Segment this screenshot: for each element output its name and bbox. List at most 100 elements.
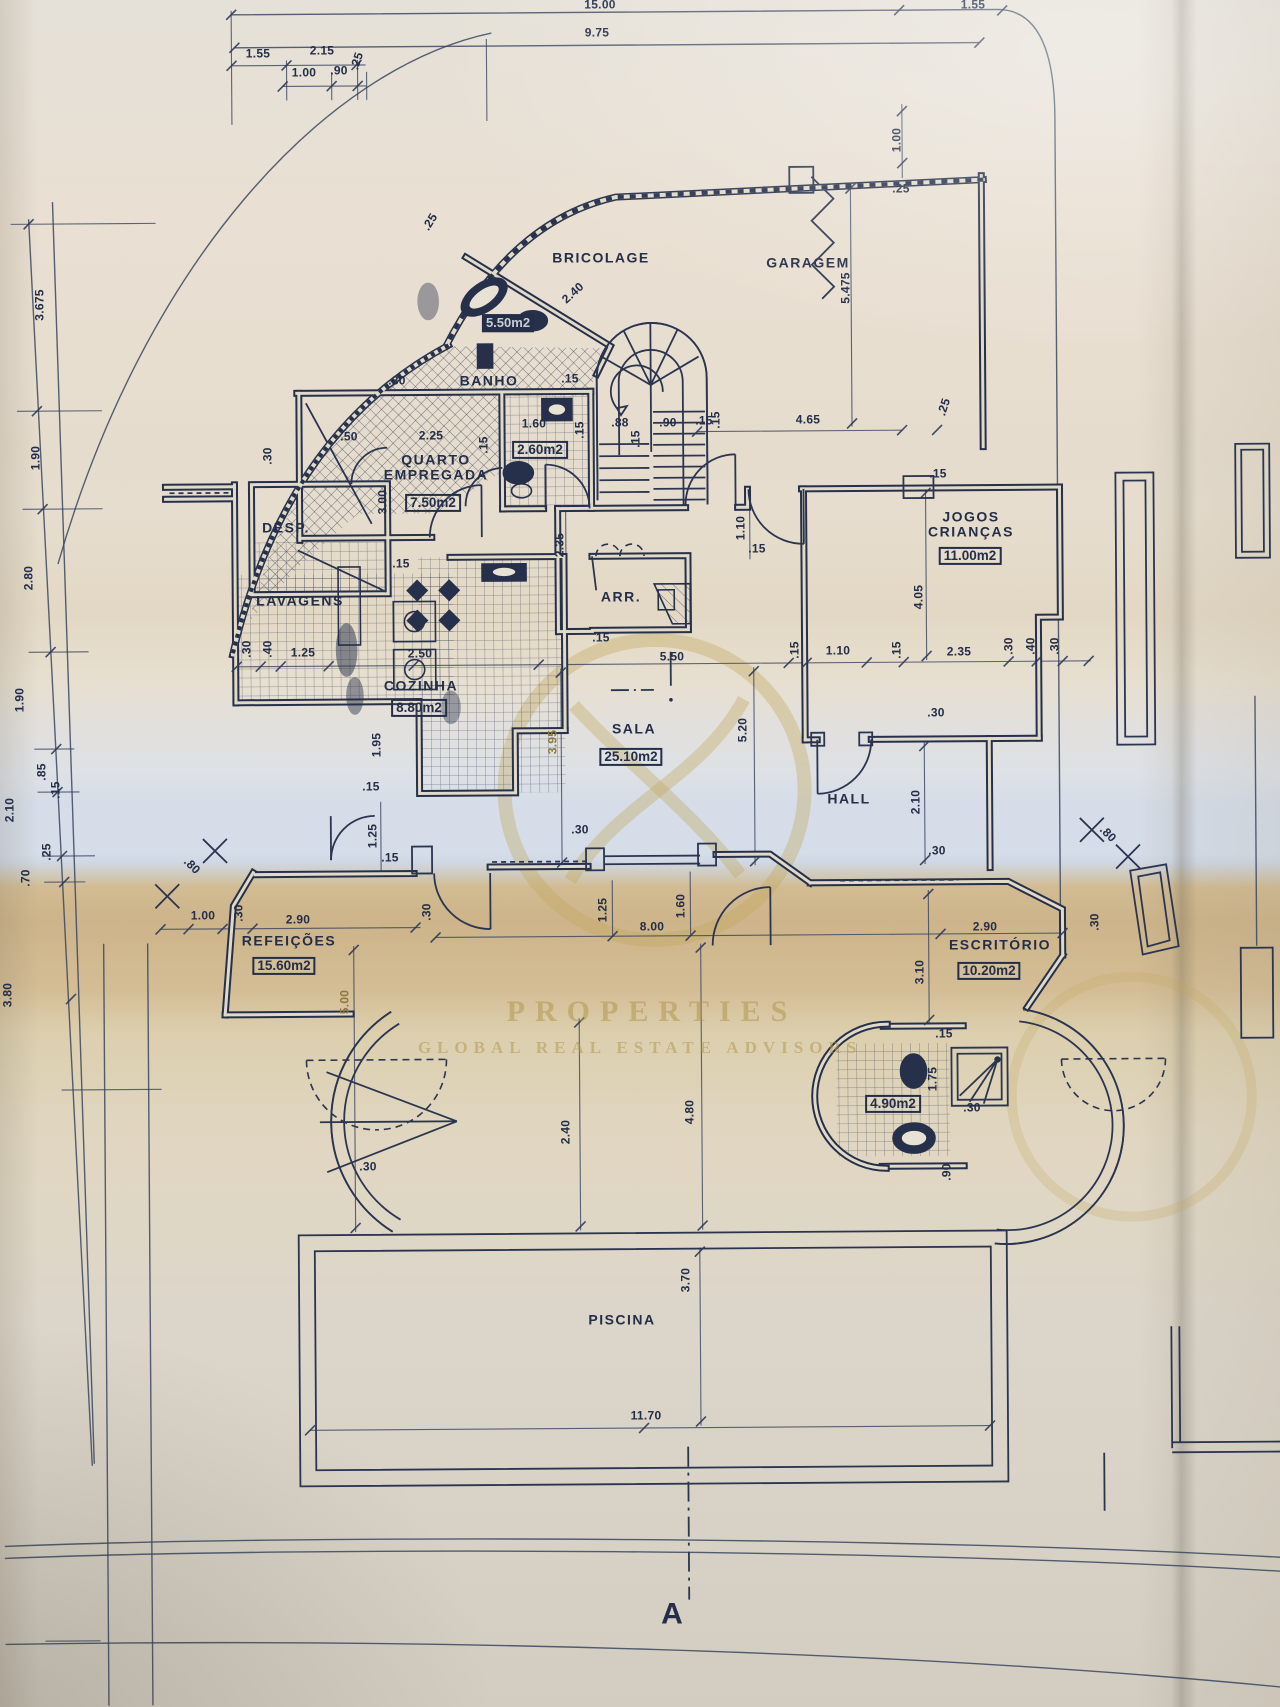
dimension-label: .85 <box>34 763 49 781</box>
dimension-label: .30 <box>419 903 434 921</box>
room-label-hall: HALL <box>827 790 871 807</box>
dimension-label: 1.00 <box>190 908 216 923</box>
dimension-ticks <box>23 4 1095 1436</box>
dimension-label: 1.25 <box>290 645 316 660</box>
stairs-and-details <box>154 176 1280 1600</box>
dimension-label: 4.05 <box>911 584 926 610</box>
dimension-label: .15 <box>889 641 904 659</box>
room-label-jogos-criancas: JOGOS CRIANÇAS <box>928 508 1014 539</box>
dimension-label: 1.95 <box>369 732 384 758</box>
room-label-lavagens: LAVAGENS <box>256 592 344 609</box>
room-area-jogos-criancas: 11.00m2 <box>938 546 1002 566</box>
dimension-label: 1.10 <box>825 643 851 658</box>
dimension-label: .15 <box>572 421 587 439</box>
room-label-quarto-empregada: QUARTO EMPREGADA <box>383 451 489 482</box>
dimension-label: .15 <box>561 371 579 386</box>
dimension-label: .15 <box>592 630 610 645</box>
room-label-sala: SALA <box>611 720 657 737</box>
dimension-label: 2.90 <box>285 912 311 927</box>
dimension-label: 1.00 <box>291 65 317 80</box>
dimension-label: .30 <box>571 822 589 837</box>
dimension-label: .30 <box>231 904 246 922</box>
dimension-label: .15 <box>48 781 63 799</box>
room-label-bricolage: BRICOLAGE <box>552 249 650 266</box>
bath-curved-wall <box>813 1022 889 1170</box>
dimension-label: .25 <box>892 181 910 196</box>
dimension-label: 15.00 <box>584 0 616 12</box>
room-label-escritorio: ESCRITÓRIO <box>948 936 1052 953</box>
dimension-label: .15 <box>362 779 380 794</box>
dimension-label: .15 <box>748 541 766 556</box>
dimension-label: .15 <box>935 1026 953 1041</box>
dimension-label: 1.75 <box>925 1066 940 1092</box>
dimension-label: 1.25 <box>595 897 610 923</box>
dimension-label: 3.675 <box>32 289 47 321</box>
dimension-label: 2.25 <box>418 428 444 443</box>
dimension-label: .15 <box>929 466 947 481</box>
dimension-label: .30 <box>359 1159 377 1174</box>
terrace-doors <box>305 543 1167 1131</box>
section-marker: A <box>661 1597 683 1631</box>
room-area-banho-2: 4.90m2 <box>865 1094 921 1114</box>
dimension-label: 2.15 <box>309 43 335 58</box>
dimension-label: 5.20 <box>735 717 750 743</box>
dimension-label: .15 <box>381 850 399 865</box>
dimension-label: .30 <box>260 447 275 465</box>
dimension-label: .15 <box>695 413 713 428</box>
dimension-label: 1.55 <box>245 46 271 61</box>
dimension-label: .30 <box>927 705 945 720</box>
dimension-label: 1.60 <box>521 416 547 431</box>
dimension-label: .15 <box>476 436 491 454</box>
dimension-lines <box>10 10 1091 1642</box>
room-label-garagem: GARAGEM <box>766 254 850 271</box>
fixtures <box>335 277 936 1154</box>
dimension-label: 8.00 <box>639 919 665 934</box>
pillars <box>411 165 935 875</box>
room-label-arr: ARR. <box>600 588 642 605</box>
dimension-label: 1.90 <box>28 445 43 471</box>
dimension-label: 2.40 <box>558 1119 573 1145</box>
dimension-label: .90 <box>939 1163 954 1181</box>
room-label-refeicoes: REFEIÇÕES <box>241 932 337 949</box>
dimension-label: 4.80 <box>682 1099 697 1125</box>
dimension-label: 2.10 <box>2 797 17 823</box>
room-label-desp: DESP. <box>262 519 310 536</box>
dimension-label: 3.95 <box>545 729 560 755</box>
dimension-label: .15 <box>787 641 802 659</box>
dimension-label: 1.55 <box>960 0 986 12</box>
room-area-refeicoes: 15.60m2 <box>252 956 316 976</box>
dimension-label: .30 <box>963 1100 981 1115</box>
dimension-label: 2.90 <box>972 919 998 934</box>
dimension-label: .88 <box>611 415 629 430</box>
room-area-escritorio: 10.20m2 <box>957 961 1021 981</box>
room-label-banho: BANHO <box>459 372 519 389</box>
watermark-text-1: PROPERTIES <box>506 995 798 1028</box>
dimension-label: 9.75 <box>584 25 610 40</box>
room-area-banho-servico: 2.60m2 <box>512 440 568 460</box>
dimension-label: 2.35 <box>946 644 972 659</box>
dimension-label: .30 <box>1001 637 1016 655</box>
dimension-label: 5.00 <box>337 989 352 1015</box>
room-label-piscina: PISCINA <box>588 1311 656 1328</box>
dimension-label: .90 <box>330 63 348 78</box>
dimension-label: 2.50 <box>407 646 433 661</box>
dimension-label: .90 <box>659 415 677 430</box>
dimension-label: 11.70 <box>630 1408 662 1423</box>
dimension-label: .25 <box>39 843 54 861</box>
dimension-label: .70 <box>18 869 33 887</box>
dimension-label: .30 <box>388 373 406 388</box>
dimension-label: 3.80 <box>0 982 15 1008</box>
dimension-label: 1.60 <box>673 893 688 919</box>
room-label-cozinha: COZINHA <box>383 677 459 694</box>
dimension-label: 2.10 <box>908 789 923 815</box>
site-boundary-lines <box>4 8 1280 1706</box>
dimension-label: 2.80 <box>21 565 36 591</box>
room-area-sala: 25.10m2 <box>599 747 663 767</box>
watermark-text-2: GLOBAL REAL ESTATE ADVISORS <box>417 1038 863 1057</box>
dimension-label: 1.10 <box>733 515 748 541</box>
dimension-label: 3.70 <box>678 1267 693 1293</box>
dimension-label: 1.25 <box>365 823 380 849</box>
room-area-cozinha: 8.80m2 <box>391 698 447 718</box>
dimension-label: .40 <box>260 640 275 658</box>
